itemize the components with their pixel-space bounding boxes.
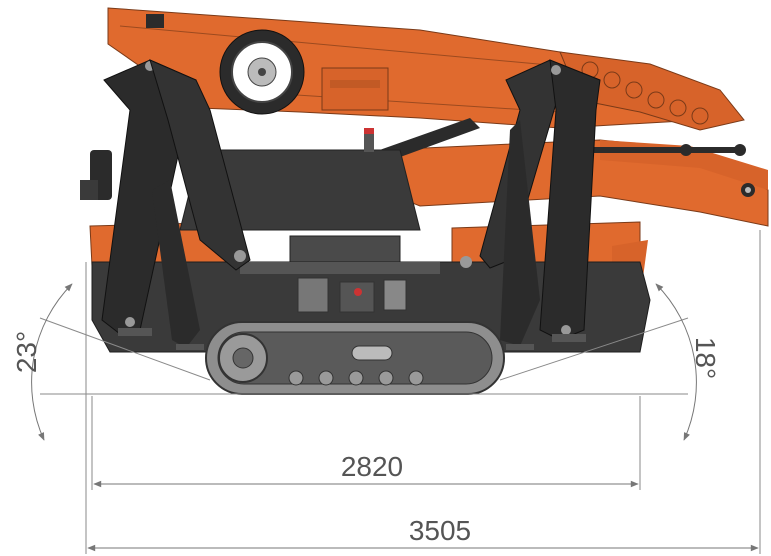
winch-drum xyxy=(219,29,305,115)
dimension-annotations: 2820 3505 23° 18° xyxy=(11,230,761,554)
left-angle-arc xyxy=(31,283,73,441)
outer-width-label: 3505 xyxy=(409,515,471,546)
turret xyxy=(179,128,421,267)
right-angle-label: 18° xyxy=(690,337,721,379)
outrigger-feet xyxy=(118,328,586,350)
outrigger-rear-inner xyxy=(149,59,251,348)
control-box xyxy=(80,150,112,200)
crawler-track xyxy=(205,321,505,395)
inner-width-label: 2820 xyxy=(341,451,403,482)
right-angle-arc xyxy=(655,283,697,441)
boom-chain xyxy=(581,61,709,125)
outrigger-front-outer xyxy=(500,59,601,346)
left-angle-label: 23° xyxy=(11,331,42,373)
crane-illustration xyxy=(80,7,769,395)
